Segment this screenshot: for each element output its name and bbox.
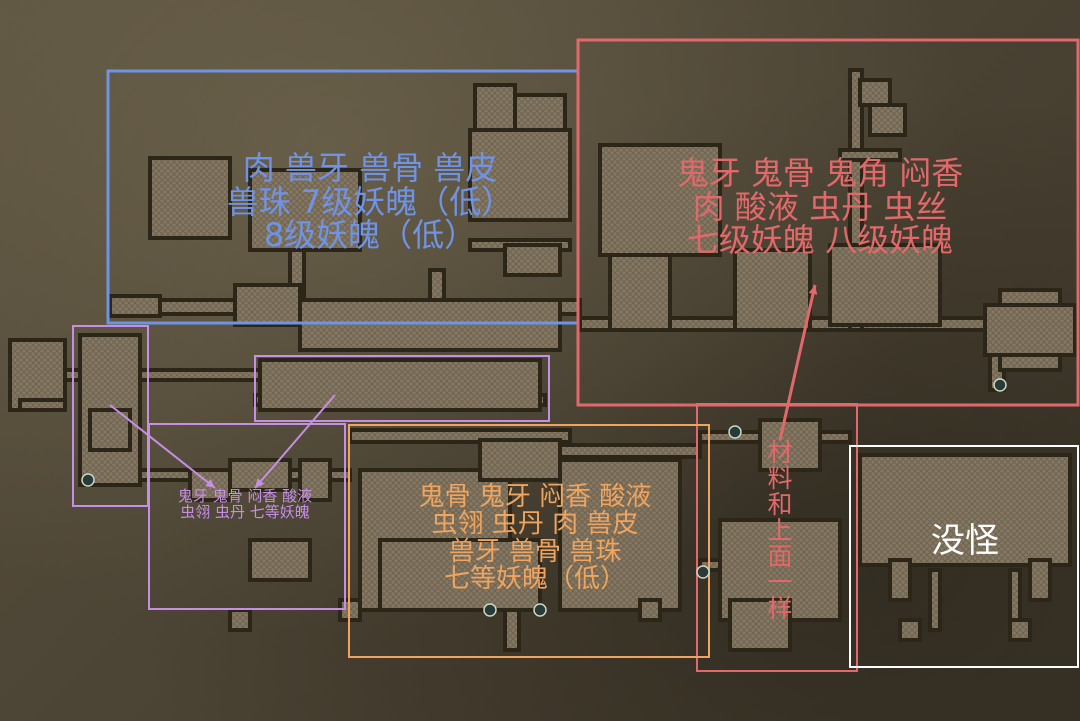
map-room (888, 558, 912, 602)
map-room (298, 458, 332, 502)
vertical-char-4: 上 (767, 516, 793, 545)
map-room (858, 453, 1072, 567)
map-room (558, 443, 702, 459)
map-room (228, 608, 252, 632)
orange-line-3: 兽牙 兽骨 兽珠 (448, 536, 622, 567)
map-room (108, 294, 162, 318)
blue-line-3: 8级妖魄（低） (263, 216, 477, 255)
map-room (148, 156, 232, 240)
mid-purple-region-box (254, 355, 550, 422)
map-room (858, 78, 892, 107)
map-room (248, 538, 312, 582)
stairs-icon (483, 603, 497, 617)
left-purple-region-box (72, 325, 149, 507)
map-room (468, 128, 572, 222)
portal-icon (728, 425, 742, 439)
portal-icon (696, 565, 710, 579)
map-room (608, 253, 672, 332)
white-region-box (849, 445, 1079, 668)
blue-line-1: 肉 兽牙 兽骨 兽皮 (242, 149, 498, 187)
orange-line-4: 七等妖魄（低） (443, 563, 626, 594)
red-line-1: 鬼牙 鬼骨 鬼角 闷香 (676, 154, 964, 192)
orange-region-box (348, 424, 710, 658)
red-line-2: 肉 酸液 虫丹 虫丝 (692, 187, 948, 226)
map-room (638, 598, 662, 622)
map-room (758, 418, 822, 472)
vertical-char-3: 和 (767, 490, 793, 519)
map-room (868, 103, 907, 137)
lower-red-region-box (696, 403, 858, 672)
annotation-arrows (81, 284, 1007, 617)
white-line-1: 没怪 (931, 521, 999, 561)
vertical-char-7: 样 (767, 594, 793, 623)
portal-icon (533, 603, 547, 617)
map-room (258, 358, 542, 412)
purple-arrow-right (254, 394, 336, 489)
map-room (928, 568, 942, 632)
vertical-note-label: 材 料 和 上 面 一 样 (765, 440, 795, 622)
map-room (733, 248, 812, 332)
blue-line-2: 兽珠 7级妖魄（低） (226, 182, 514, 221)
map-rooms (8, 68, 1077, 652)
red-line-3: 七级妖魄 八级妖魄 (686, 221, 954, 260)
map-room (1008, 618, 1032, 642)
map-room (838, 148, 902, 162)
map-room (248, 168, 362, 252)
map-room (898, 618, 922, 642)
stairs-icon (81, 473, 95, 487)
purple-region-box (148, 423, 346, 610)
purple-arrow-right-head (255, 478, 265, 488)
orange-region-label: 鬼骨 鬼牙 闷香 酸液 虫翎 虫丹 肉 兽皮 兽牙 兽骨 兽珠 七等妖魄（低） (370, 482, 700, 594)
red-region-label: 鬼牙 鬼骨 鬼角 闷香 肉 酸液 虫丹 虫丝 七级妖魄 八级妖魄 (620, 154, 1020, 260)
map-room (298, 298, 562, 352)
vertical-char-2: 料 (767, 464, 793, 493)
white-region-label: 没怪 (855, 521, 1075, 561)
map-room (983, 303, 1077, 357)
orange-line-2: 虫翎 虫丹 肉 兽皮 (431, 509, 639, 540)
purple-line-2: 虫翎 虫丹 七等妖魄 (180, 502, 310, 521)
map-room (1028, 558, 1052, 602)
map-room (233, 283, 302, 327)
red-arrow-up-head (808, 285, 818, 295)
orange-line-1: 鬼骨 鬼牙 闷香 酸液 (418, 482, 652, 512)
region-overlays (72, 38, 1080, 672)
map-room (598, 143, 722, 257)
purple-arrow-left-head (205, 479, 215, 488)
map-room (728, 598, 792, 652)
blue-region-label: 肉 兽牙 兽骨 兽皮 兽珠 7级妖魄（低） 8级妖魄（低） (180, 149, 560, 255)
vertical-char-5: 面 (767, 542, 793, 571)
red-arrow-up (778, 284, 817, 441)
vertical-char-1: 材 (767, 438, 793, 467)
map-room (18, 398, 67, 412)
map-room (378, 538, 542, 612)
vertical-char-6: 一 (767, 568, 793, 597)
map-room (478, 438, 562, 482)
purple-arrow-left (109, 404, 216, 489)
stairs-icon (993, 378, 1007, 392)
map-room (558, 458, 682, 612)
purple-line-1: 鬼牙 鬼骨 闷香 酸液 (177, 487, 313, 505)
map-room (503, 243, 562, 277)
purple-region-label: 鬼牙 鬼骨 闷香 酸液 虫翎 虫丹 七等妖魄 (150, 487, 340, 521)
map-room (828, 243, 942, 327)
